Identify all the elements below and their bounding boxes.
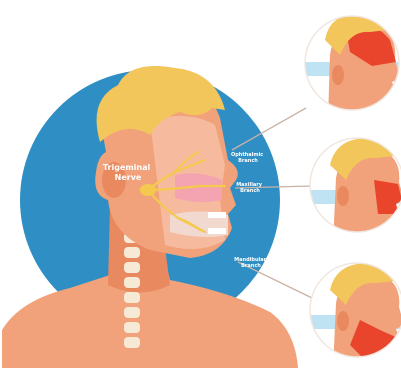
inset-ophthalmic bbox=[300, 10, 401, 120]
lower-teeth bbox=[208, 228, 226, 234]
upper-teeth bbox=[208, 212, 226, 218]
inset-maxillary bbox=[305, 135, 401, 245]
inset-mandibular bbox=[305, 260, 401, 368]
label-maxillary-branch: Maxillary Branch bbox=[236, 182, 264, 194]
trigeminal-ganglion bbox=[140, 184, 156, 196]
